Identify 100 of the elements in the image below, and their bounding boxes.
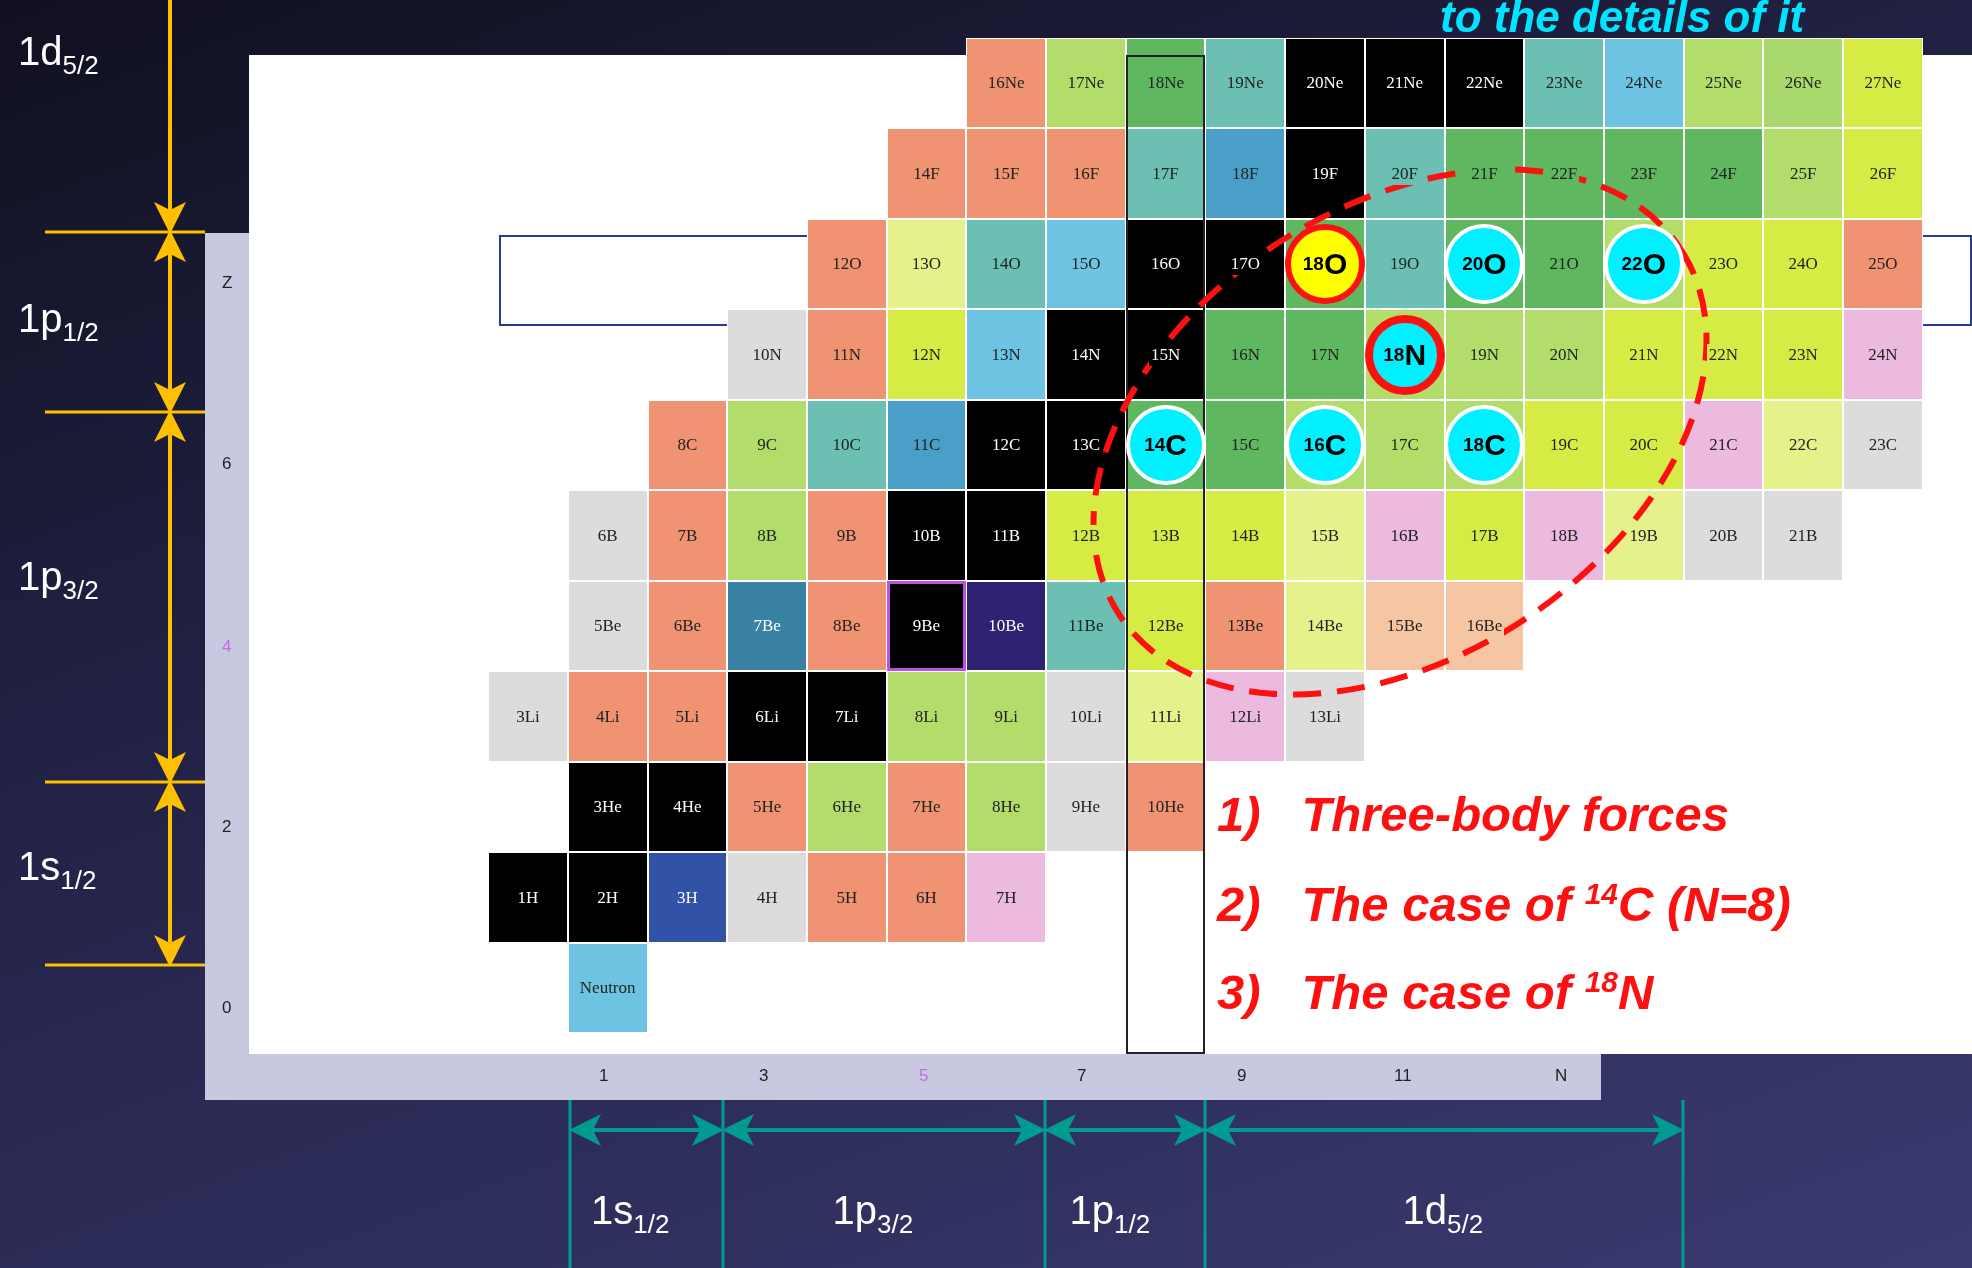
nuclide-cell: 1H [488, 852, 568, 943]
nuclide-cell: 8Be [806, 580, 887, 672]
nuclide-cell: 24F [1683, 128, 1764, 219]
nuclide-cell: 5He [727, 761, 807, 853]
axis-tick-label: 9 [1237, 1066, 1247, 1086]
shell-label: 1d$_{5/2}$ [1402, 1188, 1484, 1240]
nuclide-cell: 6B [567, 490, 648, 581]
nuclide-cell: 13B [1125, 490, 1206, 581]
nuclide-cell: 3He [567, 761, 648, 853]
nuclide-cell: 21C [1683, 399, 1764, 491]
nuclide-cell: 23N [1763, 309, 1844, 400]
nuclide-cell: 10B [886, 490, 967, 581]
nuclide-cell: 10C [806, 399, 887, 491]
nuclide-cell: 20N [1524, 309, 1604, 400]
nuclide-cell: 13C [1046, 399, 1126, 491]
nuclide-cell: 6Be [647, 580, 728, 672]
nuclide-cell: 17N [1285, 309, 1365, 400]
nuclide-cell: 12B [1046, 490, 1126, 581]
shell-label: 1p$_{1/2}$ [18, 296, 99, 348]
nuclide-cell: 21Ne [1364, 37, 1445, 129]
nuclide-cell: 22Ne [1444, 37, 1525, 129]
nuclide-cell: 26F [1843, 128, 1923, 219]
nuclide-cell: 8Li [886, 671, 967, 762]
nuclide-cell: 21N [1603, 309, 1684, 400]
axis-tick-label: 4 [222, 637, 232, 657]
nuclide-cell: 10N [727, 309, 807, 400]
nuclide-cell: 25F [1763, 128, 1844, 219]
axis-tick-label: 3 [759, 1066, 769, 1086]
nuclide-cell: 8B [727, 490, 807, 581]
shell-label: 1p$_{3/2}$ [832, 1188, 914, 1240]
nuclide-cell: 17B [1444, 490, 1525, 581]
nuclide-cell: 14N [1046, 309, 1126, 400]
shell-label: 1s$_{1/2}$ [18, 844, 97, 896]
nuclide-cell: 23Ne [1524, 37, 1604, 129]
nuclide-cell: 15F [966, 128, 1047, 219]
nuclide-cell: 10He [1125, 761, 1206, 853]
nuclide-cell: 5Be [567, 580, 648, 672]
nuclide-cell: Neutron [567, 942, 648, 1034]
nuclide-cell: 17O [1205, 218, 1286, 310]
nuclide-cell: 19O [1364, 218, 1445, 310]
shell-label: 1p$_{1/2}$ [1069, 1188, 1151, 1240]
nuclide-cell: 17F [1125, 128, 1206, 219]
nuclide-cell: 7Li [806, 671, 887, 762]
nuclide-cell: 23F [1603, 128, 1684, 219]
nuclide-cell: 10Li [1046, 671, 1126, 762]
nuclide-cell: 8He [966, 761, 1047, 853]
nuclide-cell: 14F [886, 128, 967, 219]
nuclide-cell: 11Be [1046, 580, 1126, 672]
nuclide-cell: 18F [1205, 128, 1286, 219]
nuclide-cell: 20F [1364, 128, 1445, 219]
nuclide-cell: 9Li [966, 671, 1047, 762]
nuclide-cell: 2H [567, 852, 648, 943]
nuclide-cell: 7H [966, 852, 1047, 943]
nuclide-cell: 16Be [1444, 580, 1525, 672]
nuclide-cell: 11N [806, 309, 887, 400]
nuclide-cell: 13N [966, 309, 1047, 400]
nuclide-cell: 14B [1205, 490, 1286, 581]
nuclide-cell: 20C [1603, 399, 1684, 491]
nuclide-cell: 24O [1763, 218, 1844, 310]
nuclide-cell: 12Li [1205, 671, 1286, 762]
nuclide-cell: 9He [1046, 761, 1126, 853]
nuclide-cell: 12C [966, 399, 1047, 491]
nuclide-cell: 19Ne [1205, 37, 1286, 129]
axis-tick-label: 6 [222, 454, 232, 474]
axis-tick-label: 11 [1394, 1066, 1412, 1086]
nuclide-cell: 13Li [1285, 671, 1365, 762]
nuclide-cell: 9C [727, 399, 807, 491]
nuclide-cell: 24N [1843, 309, 1923, 400]
axis-tick-label: 7 [1077, 1066, 1087, 1086]
nuclide-cell: 16N [1205, 309, 1286, 400]
nuclide-cell: 4He [647, 761, 728, 853]
nuclide-cell: 21B [1763, 490, 1844, 581]
nuclide-cell: 15C [1205, 399, 1286, 491]
nuclide-cell: 22F [1524, 128, 1604, 219]
nuclide-cell: 24Ne [1603, 37, 1684, 129]
nuclide-cell: 25O [1843, 218, 1923, 310]
nuclide-cell: 12O [806, 218, 887, 310]
nuclide-cell: 25Ne [1683, 37, 1764, 129]
nuclide-cell: 17Ne [1046, 37, 1126, 129]
axis-tick-label: 1 [599, 1066, 609, 1086]
nuclide-cell: 19N [1444, 309, 1525, 400]
list-item: 2) The case of $^{14}$C (N=8) [1217, 876, 1791, 932]
nuclide-cell: 6Li [727, 671, 807, 762]
nuclide-cell: 9B [806, 490, 887, 581]
nuclide-cell: 17C [1364, 399, 1445, 491]
axis-tick-label: 0 [222, 998, 232, 1018]
nuclide-cell: 16Ne [966, 37, 1047, 129]
axis-tick-label: 5 [919, 1066, 929, 1086]
axis-tick-label: Z [222, 273, 233, 293]
shell-label: 1p$_{3/2}$ [18, 554, 99, 606]
nuclide-cell: 16O [1125, 218, 1206, 310]
nuclide-cell: 19C [1524, 399, 1604, 491]
nuclide-cell: 16B [1364, 490, 1445, 581]
nuclide-cell: 23O [1683, 218, 1764, 310]
nuclide-cell: 15Be [1364, 580, 1445, 672]
nuclide-cell: 20B [1683, 490, 1764, 581]
nuclide-cell: 3Li [488, 671, 568, 762]
list-item: 1) Three-body forces [1217, 786, 1729, 842]
nuclide-cell: 11C [886, 399, 967, 491]
nuclide-cell: 16F [1046, 128, 1126, 219]
